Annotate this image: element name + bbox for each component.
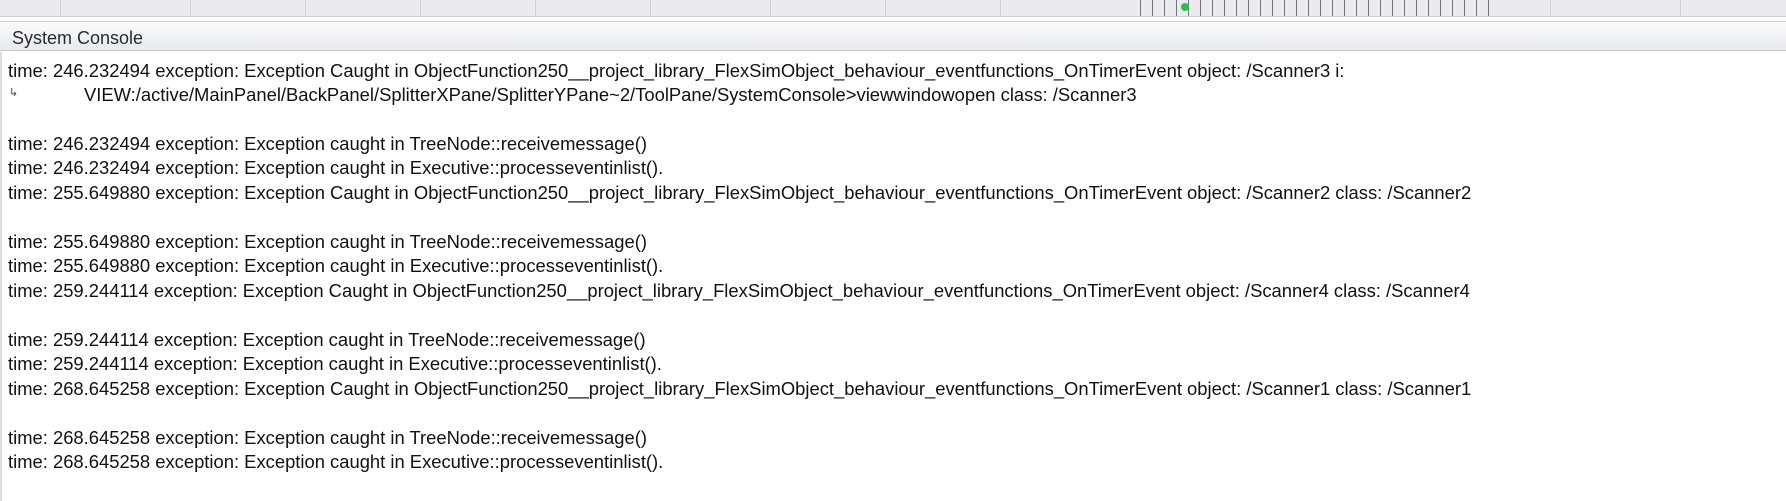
console-line: time: 268.645258 exception: Exception ca… bbox=[8, 451, 664, 472]
3d-view-strip[interactable] bbox=[0, 0, 1786, 17]
console-line: time: 246.232494 exception: Exception ca… bbox=[8, 133, 647, 154]
grid-line bbox=[305, 0, 306, 16]
grid-line bbox=[1680, 0, 1681, 16]
system-console-title: System Console bbox=[12, 28, 144, 48]
scene-object-lines bbox=[1140, 0, 1490, 16]
grid-line bbox=[535, 0, 536, 16]
console-line: time: 246.232494 exception: Exception Ca… bbox=[8, 60, 1345, 81]
grid-line bbox=[420, 0, 421, 16]
console-line: time: 246.232494 exception: Exception ca… bbox=[8, 157, 664, 178]
grid-line bbox=[770, 0, 771, 16]
console-line: time: 259.244114 exception: Exception ca… bbox=[8, 353, 662, 374]
console-line: time: 255.649880 exception: Exception ca… bbox=[8, 255, 664, 276]
scene-object-marker bbox=[1181, 3, 1189, 11]
grid-line bbox=[60, 0, 61, 16]
console-line: time: 268.645258 exception: Exception Ca… bbox=[8, 378, 1472, 399]
console-line-continuation: VIEW:/active/MainPanel/BackPanel/Splitte… bbox=[84, 84, 1137, 105]
grid-line bbox=[650, 0, 651, 16]
console-line: time: 268.645258 exception: Exception ca… bbox=[8, 427, 647, 448]
console-line: time: 255.649880 exception: Exception ca… bbox=[8, 231, 647, 252]
system-console-header[interactable]: System Console bbox=[0, 21, 1786, 51]
grid-line bbox=[1550, 0, 1551, 16]
grid-line bbox=[885, 0, 886, 16]
console-line: time: 259.244114 exception: Exception Ca… bbox=[8, 280, 1470, 301]
grid-line bbox=[190, 0, 191, 16]
wrap-arrow-icon: ↳ bbox=[9, 87, 19, 99]
system-console-output[interactable]: time: 246.232494 exception: Exception Ca… bbox=[0, 52, 1786, 501]
grid-line bbox=[1000, 0, 1001, 16]
console-line: time: 259.244114 exception: Exception ca… bbox=[8, 329, 646, 350]
console-line: time: 255.649880 exception: Exception Ca… bbox=[8, 182, 1472, 203]
